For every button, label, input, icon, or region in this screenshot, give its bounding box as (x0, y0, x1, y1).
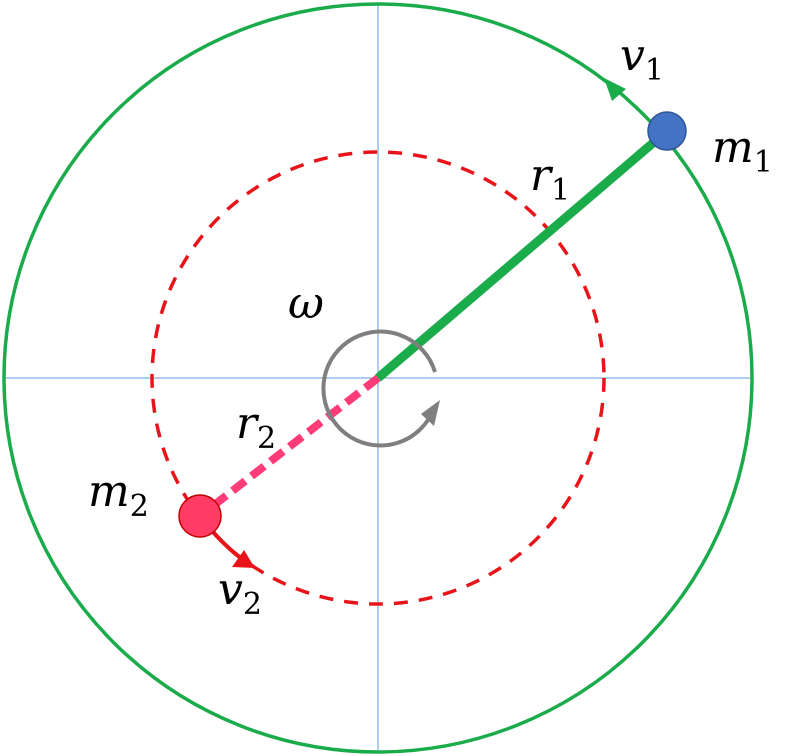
label-v2: v2 (218, 564, 262, 622)
outer-orbit (2, 2, 754, 754)
label-r1: r1 (530, 150, 570, 208)
mass-m2 (178, 494, 222, 538)
mass-m1 (647, 111, 687, 151)
rotation-arrow-icon (321, 329, 437, 448)
label-m2: m2 (88, 466, 149, 524)
label-v1: v1 (620, 30, 664, 88)
radius-r1-line (375, 127, 670, 382)
label-m1: m1 (712, 122, 773, 180)
velocity-v1-arrowhead-icon (604, 78, 626, 101)
radius-r2-line (197, 374, 381, 520)
label-r2: r2 (236, 398, 276, 456)
velocity-v2-arrowhead-icon (232, 550, 255, 568)
rotation-arrowhead-icon (421, 400, 440, 426)
label-omega: ω (288, 278, 324, 329)
inner-orbit (150, 150, 606, 606)
